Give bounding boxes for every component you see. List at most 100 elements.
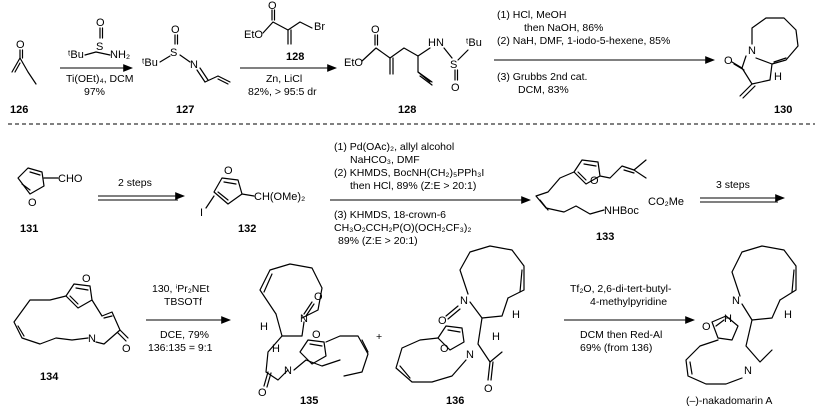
reagent-s: S — [96, 41, 103, 53]
compound-label-134: 134 — [40, 371, 59, 383]
condition-r2-1: 2 steps — [118, 177, 152, 189]
condition-3e: DCM, 83% — [518, 84, 569, 96]
atom-n1-135: N — [300, 313, 308, 325]
atom-br-128: Br — [314, 21, 325, 33]
atom-n2-135: N — [284, 365, 292, 377]
condition-r3-1a: 130, ⁱPr₂NEt — [152, 283, 209, 295]
compound-label-136: 136 — [446, 395, 464, 407]
atom-n1-nak: N — [732, 295, 740, 307]
condition-r3-2c: DCM then Red-Al — [580, 329, 662, 341]
atom-n2-136: N — [466, 349, 474, 361]
atom-s-127: S — [170, 47, 177, 59]
atom-eto-128: EtO — [244, 29, 263, 41]
structure-134: O N O — [13, 273, 131, 355]
atom-o-127: O — [171, 24, 180, 36]
atom-h1-136: H — [512, 309, 520, 321]
atom-o2-134: O — [122, 343, 131, 355]
condition-r2-2c: (2) KHMDS, BocNH(CH₂)₅PPh₃I — [334, 167, 484, 179]
atom-o2-135: O — [258, 387, 267, 399]
compound-label-126: 126 — [10, 104, 28, 116]
condition-r3-1b: TBSOTf — [164, 296, 202, 308]
plus-sign: + — [376, 331, 382, 343]
condition-r3-1c: DCE, 79% — [160, 329, 209, 341]
atom-o-126: O — [16, 39, 25, 51]
structure-126: O — [11, 39, 37, 85]
structure-129: O EtO HN S O ᵗBu — [344, 24, 482, 94]
reagent-nh2: NH₂ — [110, 49, 130, 61]
condition-3d: (3) Grubbs 2nd cat. — [497, 71, 587, 83]
atom-n1-136: N — [460, 295, 468, 307]
structure-128: O EtO Br — [244, 0, 325, 45]
compound-label-131: 131 — [20, 223, 38, 235]
atom-o2-129: O — [451, 82, 460, 94]
compound-label-nakadomarin: (–)-nakadomarin A — [686, 395, 772, 407]
condition-r2-2f: CH₃O₂CCH₂P(O)(OCH₂CF₃)₂ — [334, 222, 471, 234]
atom-o-132: O — [224, 165, 233, 177]
atom-o1-136: O — [438, 315, 447, 327]
structure-133: O CO₂Me NHBoc — [535, 159, 684, 217]
reagent-tbu: ᵗBu — [68, 49, 84, 61]
compound-label-130: 130 — [774, 104, 792, 116]
atom-hn-129: HN — [428, 37, 444, 49]
compound-label-133: 133 — [596, 231, 614, 243]
condition-r2-2a: (1) Pd(OAc)₂, allyl alcohol — [334, 141, 454, 153]
compound-label-132: 132 — [238, 223, 256, 235]
compound-label-135: 135 — [300, 395, 318, 407]
atom-n-130: N — [748, 45, 756, 57]
condition-1b: 97% — [84, 86, 105, 98]
structure-136: N O H O N H O — [395, 245, 525, 395]
structure-130: N O H — [724, 17, 799, 99]
condition-3b: then NaOH, 86% — [524, 22, 603, 34]
condition-r2-2e: (3) KHMDS, 18-crown-6 — [334, 209, 446, 221]
atom-o3-136: O — [440, 343, 449, 355]
atom-n-134: N — [88, 333, 96, 345]
atom-co2me-133: CO₂Me — [648, 196, 684, 208]
atom-o-131: O — [28, 197, 37, 209]
structure-132: O I CH(OMe)₂ — [200, 165, 305, 219]
atom-i-132: I — [200, 207, 203, 219]
atom-h1-135: H — [260, 321, 268, 333]
atom-nhboc-133: NHBoc — [604, 205, 639, 217]
atom-o-134: O — [82, 273, 91, 285]
structure-135: N O H O N H O — [258, 263, 369, 399]
atom-o3-135: O — [312, 329, 321, 341]
atom-h2-136: H — [492, 331, 500, 343]
condition-1a: Ti(OEt)₄, DCM — [66, 73, 133, 85]
atom-h-130: H — [774, 71, 782, 83]
condition-r2-2b: NaHCO₃, DMF — [350, 154, 420, 166]
condition-2a: Zn, LiCl — [266, 73, 302, 85]
condition-r2-2g: 89% (Z:E > 20:1) — [338, 235, 418, 247]
atom-o-133: O — [590, 175, 599, 187]
atom-s-129: S — [450, 59, 457, 71]
atom-o1-135: O — [314, 291, 323, 303]
structure-nakadomarin-a: N H H N O — [685, 245, 797, 385]
atom-h2-135: H — [272, 343, 280, 355]
compound-label-127: 127 — [176, 104, 194, 116]
atom-cho-131: CHO — [58, 173, 83, 185]
atom-o-nak: O — [702, 321, 711, 333]
atom-o2-136: O — [484, 383, 493, 395]
atom-h1-nak: H — [784, 309, 792, 321]
atom-n-127: N — [190, 59, 198, 71]
condition-r2-2d: then HCl, 89% (Z:E > 20:1) — [350, 180, 476, 192]
condition-r3-2a: Tf₂O, 2,6-di-tert-butyl- — [570, 283, 672, 295]
atom-n2-nak: N — [744, 365, 752, 377]
atom-h2-nak: H — [724, 313, 732, 325]
atom-ch-132: CH(OMe)₂ — [254, 191, 305, 203]
reagent-sulfinamide: ᵗBu S O NH₂ — [68, 17, 130, 61]
reagent-label-128: 128 — [286, 51, 304, 63]
condition-r3-2d: 69% (from 136) — [580, 342, 652, 354]
atom-o-128: O — [268, 0, 277, 12]
compound-label-129: 128 — [398, 104, 416, 116]
condition-3c: (2) NaH, DMF, 1-iodo-5-hexene, 85% — [497, 35, 670, 47]
atom-o-129: O — [371, 24, 380, 36]
atom-tbu-129: ᵗBu — [466, 37, 482, 49]
atom-o-130: O — [724, 55, 733, 67]
condition-r2-3: 3 steps — [716, 179, 750, 191]
condition-2b: 82%, > 95:5 dr — [248, 86, 317, 98]
structure-127: ᵗBu S O N — [142, 24, 231, 85]
condition-3a: (1) HCl, MeOH — [497, 9, 566, 21]
condition-r3-2b: 4-methylpyridine — [590, 296, 667, 308]
reagent-o: O — [96, 17, 105, 29]
